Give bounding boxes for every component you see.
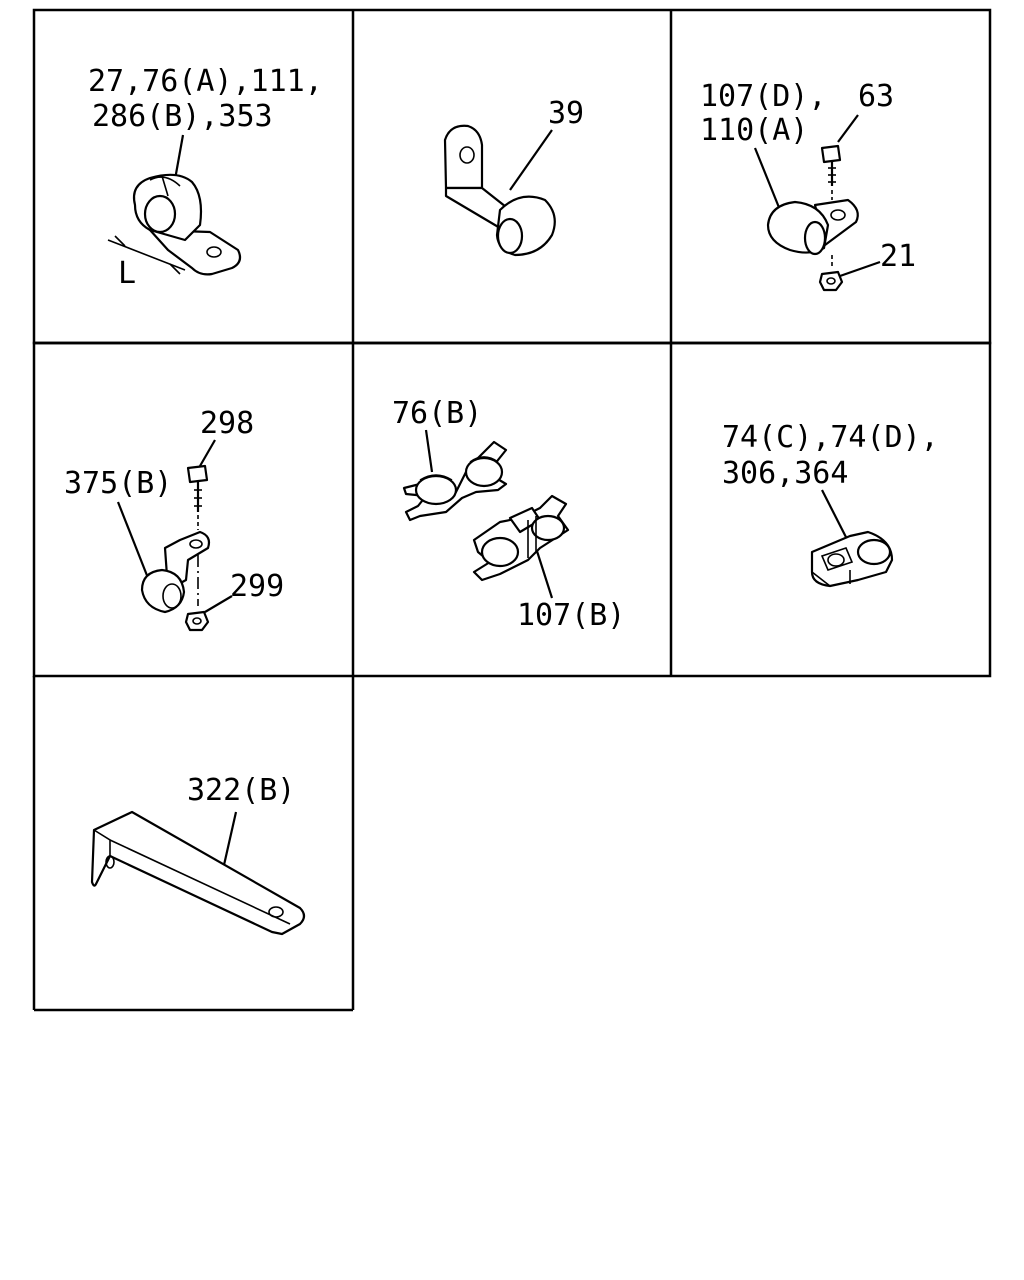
cell-7-label: 322(B) [187,773,295,808]
bolt-leader-298 [199,439,216,467]
clamp-with-bolt-illustration [766,144,859,292]
nut-leader-21 [839,260,881,278]
cell-6-group: 74(C),74(D), 306,364 [722,420,939,588]
cell-6-label-line-1: 74(C),74(D), [722,420,939,455]
l-bracket-illustration [90,810,306,936]
cell-1-group: 27,76(A),111, 286(B),353 L [88,64,323,291]
cell-3-group: 107(D), 110(A) 63 21 [700,79,916,292]
cell-4-leader-line [116,501,150,579]
cell-1-label-line-2: 286(B),353 [92,99,273,134]
cell-6-leader-line [821,489,851,546]
nut-label-299: 299 [230,569,284,604]
double-pipe-clip-bottom-illustration [472,494,570,582]
twin-clip-illustration [810,530,894,588]
cell-3-label-line-2: 110(A) [700,113,808,148]
nut-leader-299 [204,595,233,613]
cell-7-group: 322(B) [90,773,306,936]
cell-4-label: 375(B) [64,466,172,501]
p-clip-bracket-illustration [443,124,556,257]
cell-5-group: 76(B) 107(B) [392,396,625,633]
cell-2-leader-line [509,129,553,191]
double-pipe-clip-top-illustration [402,440,508,522]
dimension-label-l: L [118,256,136,291]
offset-clamp-illustration [140,464,211,632]
clip-label-107b: 107(B) [517,598,625,633]
cell-4-group: 298 375(B) 299 [64,406,284,632]
bolt-label-63: 63 [858,79,894,114]
cell-5-label: 76(B) [392,396,482,431]
bolt-leader-63 [837,114,859,143]
cell-3-leader-line [753,147,782,211]
cell-1-label-line-1: 27,76(A),111, [88,64,323,99]
pipe-clamp-illustration: L [107,173,242,291]
clip-leader-107b [534,547,554,599]
cell-5-leader-line [424,429,434,473]
cell-7-leader-line [222,811,238,866]
cell-6-label-line-2: 306,364 [722,456,848,491]
cell-2-group: 39 [443,96,584,257]
cell-2-label: 39 [548,96,584,131]
nut-label-21: 21 [880,239,916,274]
bolt-label-298: 298 [200,406,254,441]
grid-frame [32,8,992,1012]
cell-3-label-line-1: 107(D), [700,79,826,114]
